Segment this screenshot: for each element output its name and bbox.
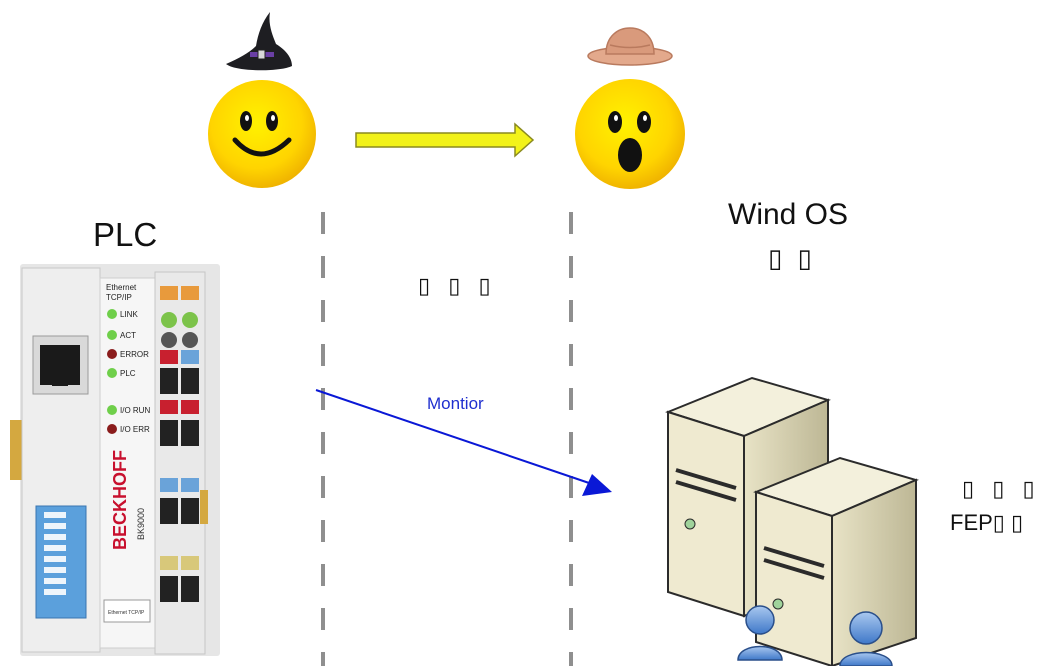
plc-label: PLC (93, 216, 158, 253)
wizard-hat-icon (226, 12, 292, 71)
svg-text:TCP/IP: TCP/IP (106, 293, 132, 302)
montior-label: Montior (427, 394, 484, 413)
svg-text:BECKHOFF: BECKHOFF (110, 450, 130, 550)
svg-text:Ethernet TCP/IP: Ethernet TCP/IP (108, 610, 145, 616)
svg-text:ACT: ACT (120, 331, 136, 340)
server-front-icon (753, 456, 919, 666)
plc-device: Ethernet TCP/IP LINK ACT ERROR PLC I/O R… (10, 264, 220, 656)
svg-text:LINK: LINK (120, 310, 138, 319)
svg-text:I/O ERR: I/O ERR (120, 425, 150, 434)
user-icon (737, 605, 893, 666)
surprised-face-icon (575, 79, 685, 189)
fep-label-line2: FEP▯ ▯ (950, 510, 1024, 535)
wind-os-sub-label: ▯ ▯ (768, 243, 816, 273)
svg-text:Ethernet: Ethernet (106, 283, 137, 292)
yellow-arrow-icon (355, 122, 535, 158)
smiley-face-icon (208, 80, 316, 188)
svg-text:I/O RUN: I/O RUN (120, 406, 150, 415)
cowboy-hat-icon (587, 27, 673, 66)
svg-text:ERROR: ERROR (120, 350, 149, 359)
svg-text:PLC: PLC (120, 369, 136, 378)
fep-label-line1: ▯ ▯ ▯ (962, 476, 1041, 501)
svg-text:BK9000: BK9000 (136, 508, 146, 540)
middle-label: ▯ ▯ ▯ (418, 273, 497, 298)
wind-os-label: Wind OS (728, 198, 849, 231)
monitor-arrow (315, 389, 612, 496)
